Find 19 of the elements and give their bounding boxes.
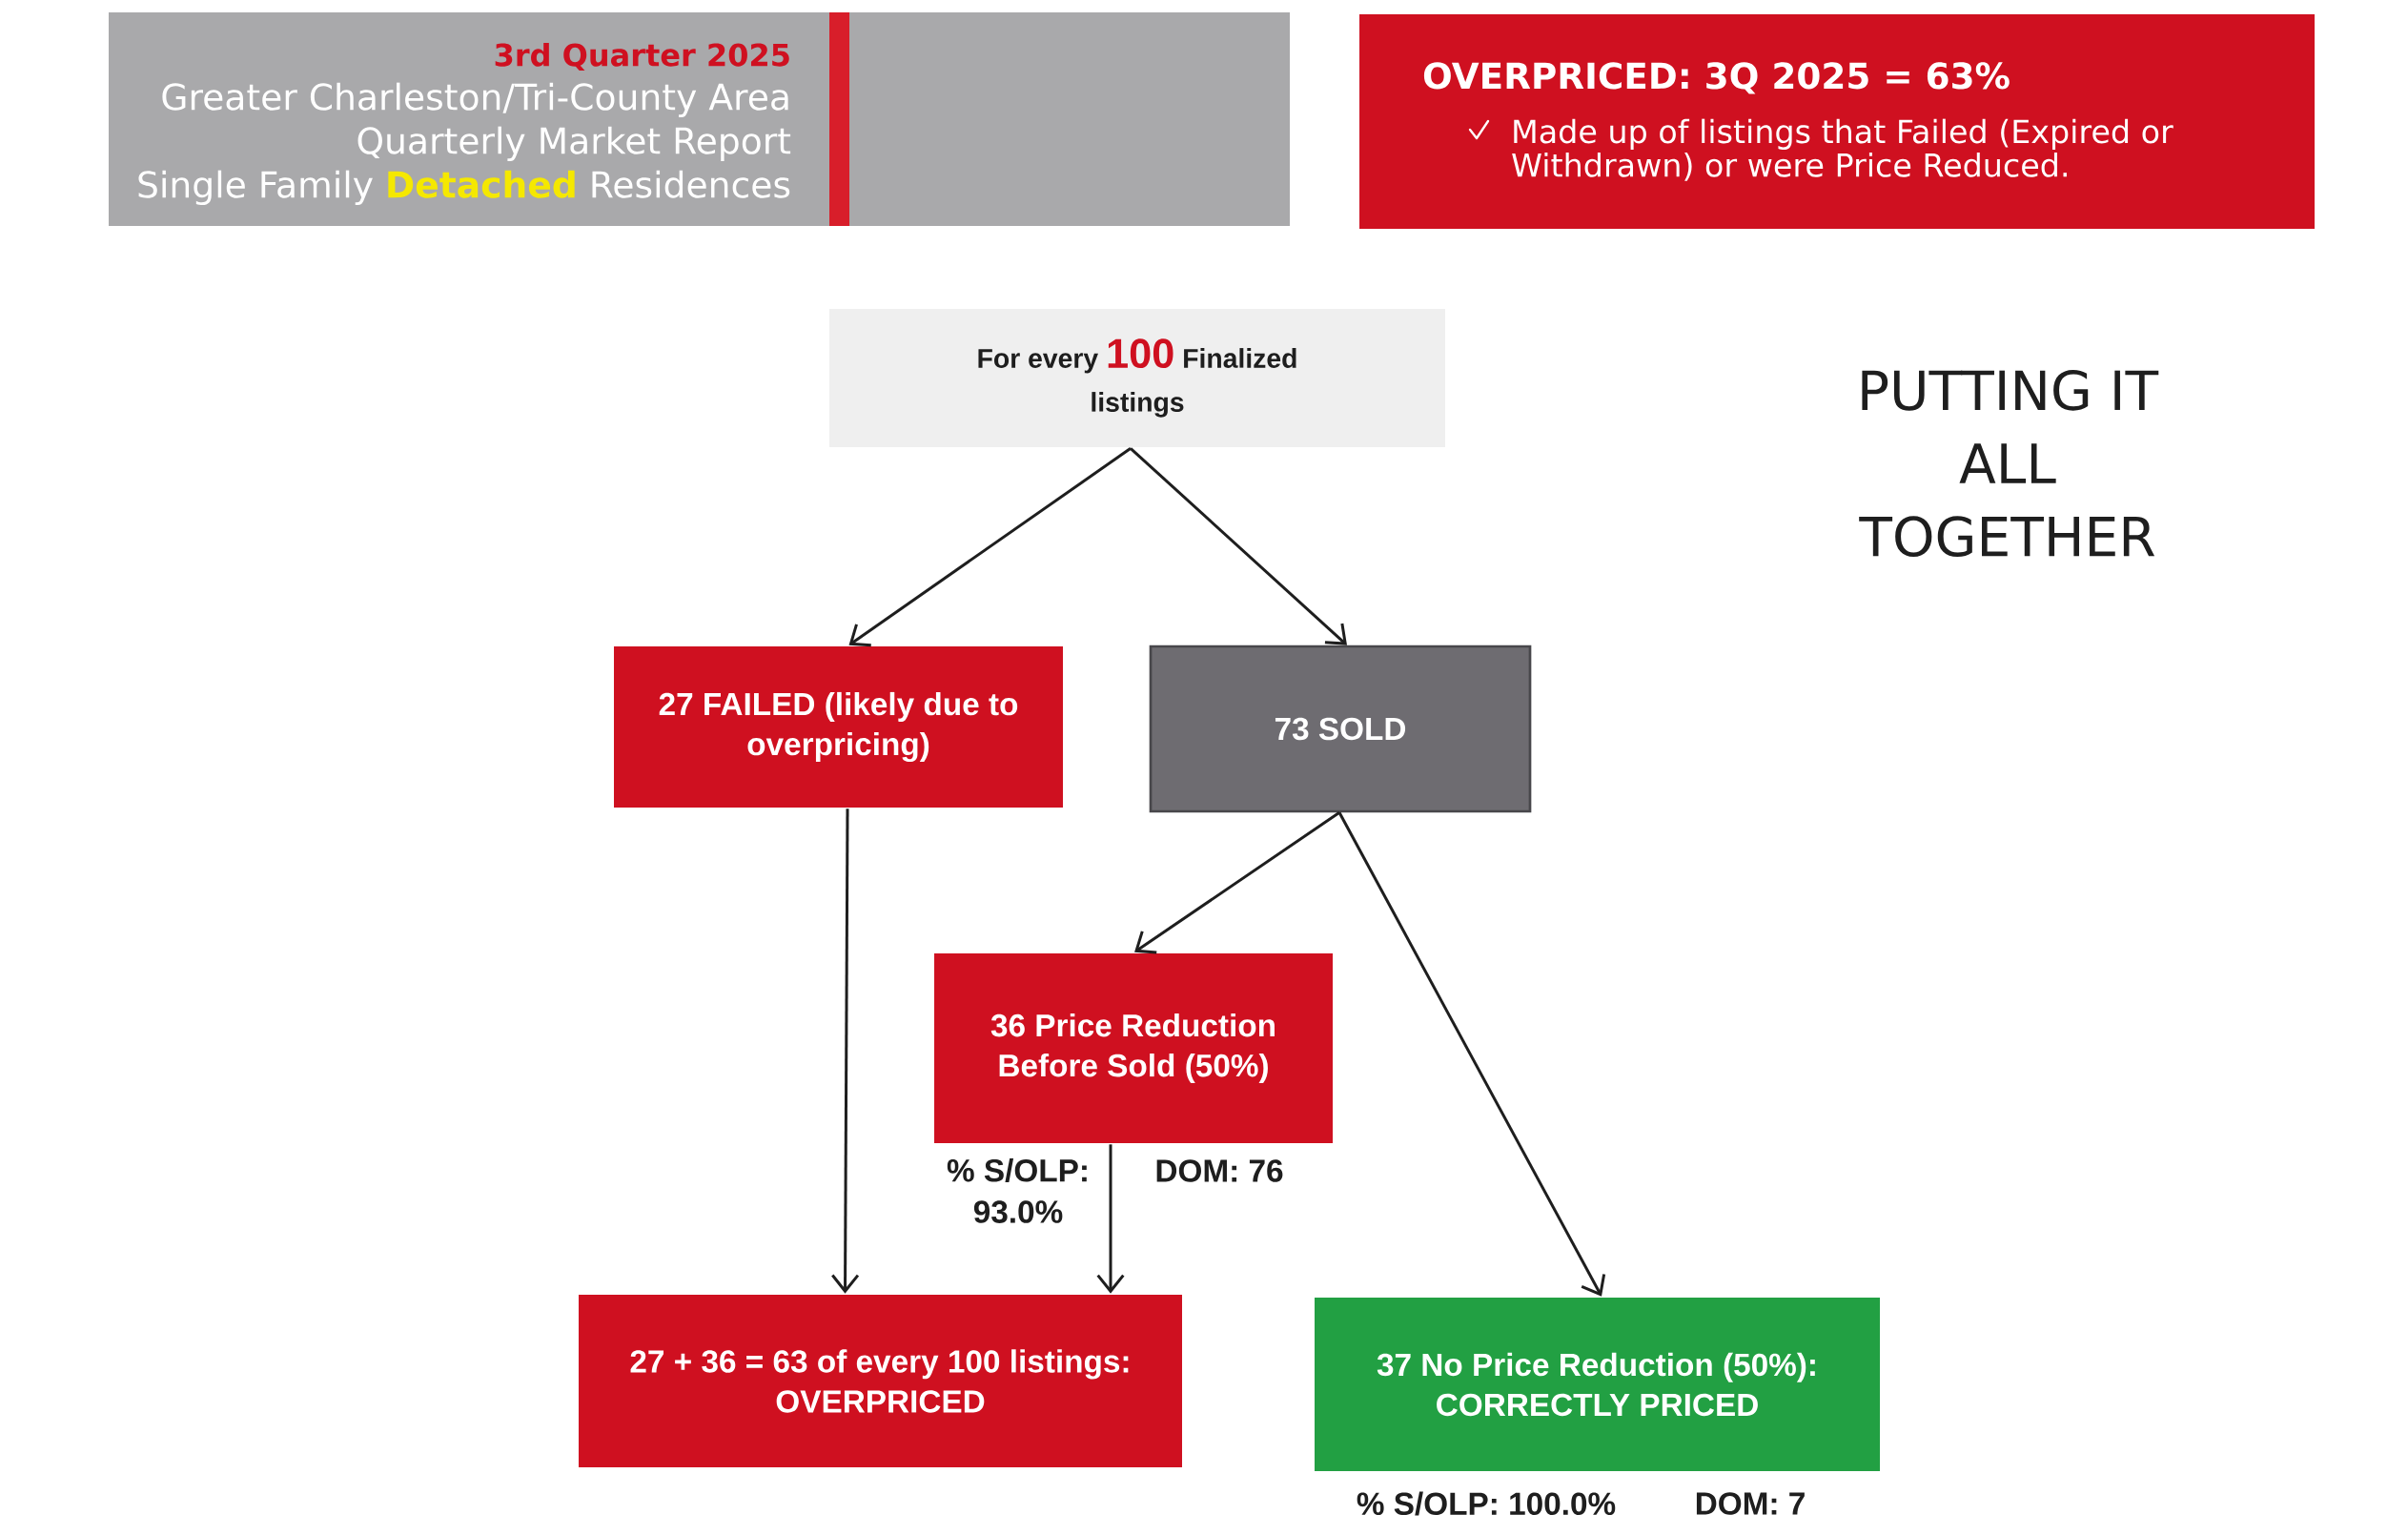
process-box: 27 FAILED (likely due to overpricing) — [614, 646, 1063, 808]
process-box: For every 100 Finalized listings — [829, 309, 1445, 447]
process-box: 73 SOLD — [1149, 645, 1532, 813]
stat-text: % S/OLP: 100.0% — [1357, 1491, 1616, 1516]
stat-text: DOM: 7 — [1696, 1492, 1805, 1515]
header-panel: 3rd Quarter 2025 Greater Charleston/Tri-County Area Quarterly Market Report Single Family Detached Residences — [109, 12, 1290, 226]
stat-text: % S/OLP: 93.0% — [947, 1158, 1087, 1223]
info-banner: OVERPRICED: 3Q 2025 = 63% Made up of listings that Failed (Expired or Withdrawn) or were Price Reduced. — [1359, 14, 2315, 229]
arrow — [1096, 1144, 1125, 1294]
arrow — [848, 447, 1132, 647]
arrow — [1134, 811, 1340, 954]
process-box: 37 No Price Reduction (50%): CORRECTLY PRICED — [1315, 1298, 1880, 1471]
process-box: 27 + 36 = 63 of every 100 listings: OVERPRICED — [579, 1295, 1182, 1467]
heading: PUTTING IT ALL TOGETHER — [1859, 369, 2159, 558]
arrow — [831, 808, 860, 1294]
arrow — [1130, 447, 1347, 645]
process-box: 36 Price Reduction Before Sold (50%) — [934, 953, 1333, 1143]
arrow — [1337, 811, 1606, 1297]
stat-text: DOM: 76 — [1156, 1159, 1283, 1182]
